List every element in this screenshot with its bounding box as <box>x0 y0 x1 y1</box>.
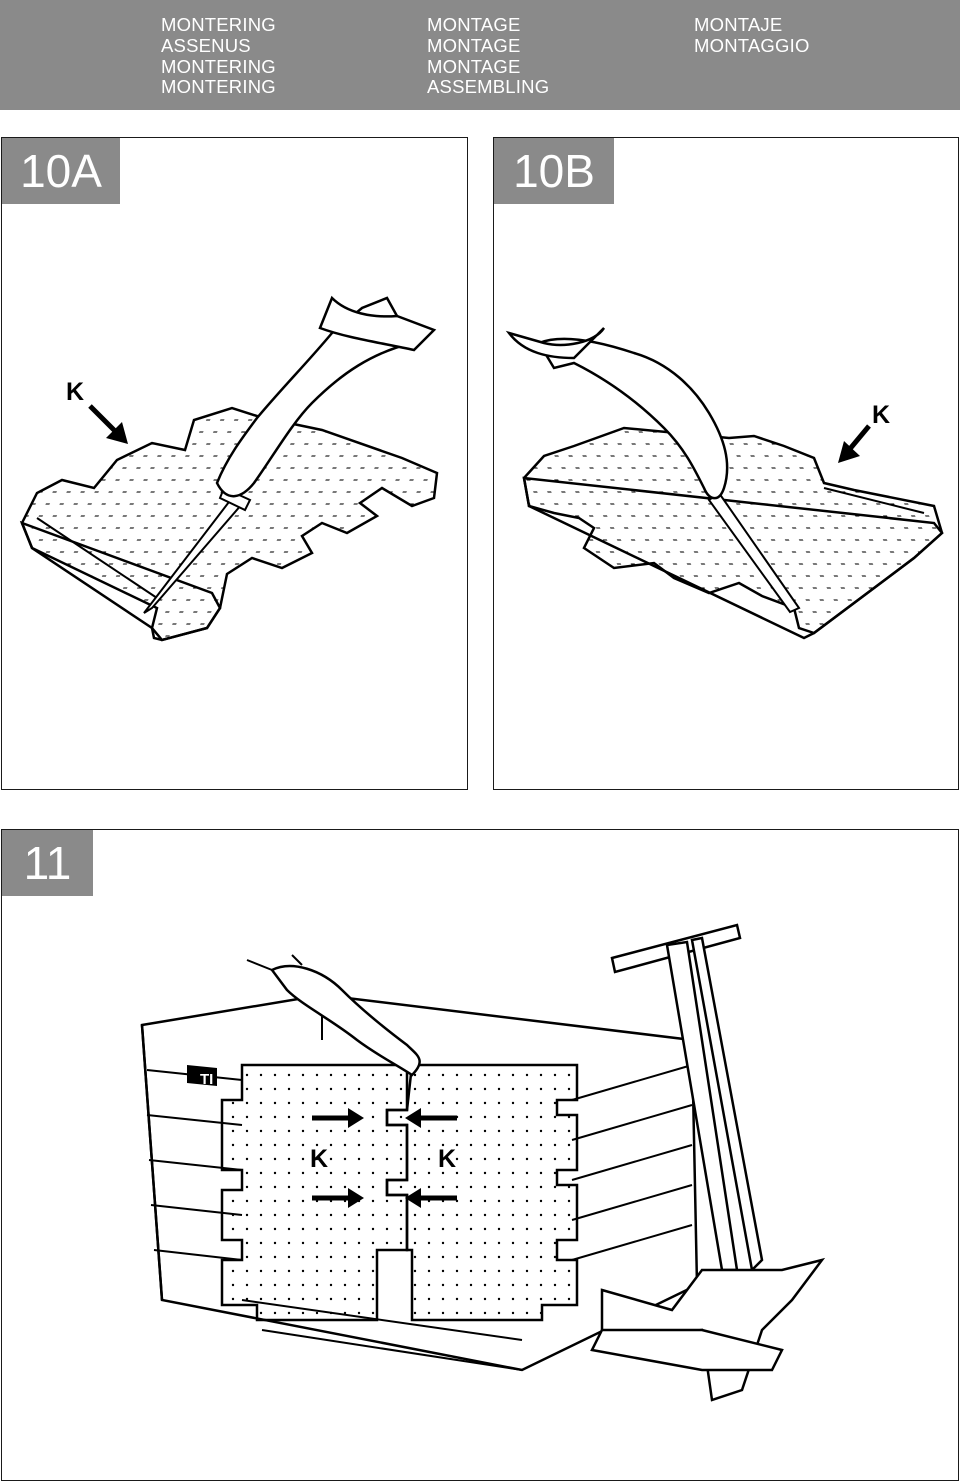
step-10a-illustration: K <box>19 295 439 642</box>
arrow-icon <box>88 404 119 435</box>
step-10b-illustration: K <box>505 327 944 640</box>
step-11-illustration: TI K K <box>140 923 826 1402</box>
header-column-1: MONTERING ASSENUS MONTERING MONTERING <box>161 14 276 98</box>
cut-panel <box>20 406 439 642</box>
slat-panel-right <box>385 1063 579 1322</box>
brand-plate <box>187 1065 217 1086</box>
part-label-k: K <box>66 378 84 406</box>
header-text: MONTAGE <box>427 14 521 35</box>
sleeve <box>505 327 606 360</box>
part-label-k-left: K <box>310 1145 328 1173</box>
header-text: MONTAGE <box>427 55 521 77</box>
arrow-icon <box>847 424 871 452</box>
step-number-badge: 10B <box>494 138 614 204</box>
part-label-k-right: K <box>438 1145 456 1173</box>
header-text: MONTAGGIO <box>694 34 810 56</box>
step-10a-panel: 10A K <box>1 137 468 790</box>
header-column-2: MONTAGE MONTAGE MONTAGE ASSEMBLING <box>427 14 550 98</box>
header-text: MONTERING <box>161 55 276 77</box>
hand-icon <box>537 337 729 500</box>
header-text: MONTERING <box>161 14 276 35</box>
arrow-icons <box>312 1108 457 1208</box>
cut-line <box>823 487 925 514</box>
step-number-badge: 11 <box>2 830 93 896</box>
header-text: MONTAJE <box>694 14 783 35</box>
header-text: ASSENUS <box>161 34 251 56</box>
header-column-3: MONTAJE MONTAGGIO <box>694 14 810 57</box>
hand-icon <box>215 296 414 498</box>
cut-line <box>36 517 158 599</box>
brand-text: TI <box>200 1071 213 1088</box>
step-11-panel: 11 TI K K <box>1 829 959 1481</box>
header-text: MONTERING <box>161 76 276 98</box>
part-label-k: K <box>872 401 890 429</box>
header-text: MONTAGE <box>427 34 521 56</box>
step-10b-panel: 10B K <box>493 137 959 790</box>
header-text: ASSEMBLING <box>427 76 550 98</box>
header-bar: MONTERING ASSENUS MONTERING MONTERING MO… <box>0 0 960 110</box>
hand-icon <box>270 964 421 1077</box>
assembly-tool-icon <box>590 923 826 1402</box>
step-number-badge: 10A <box>2 138 120 204</box>
sleeve <box>318 295 437 352</box>
